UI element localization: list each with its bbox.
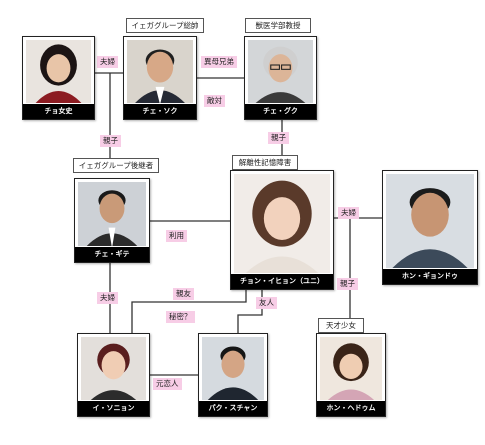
person-name: ホン・ギョンドゥ bbox=[383, 269, 477, 284]
role-seok: イェガグループ総帥 bbox=[126, 18, 204, 33]
rel-cho-gitae: 親子 bbox=[100, 135, 121, 147]
rel-guk-ihyeon: 親子 bbox=[268, 132, 289, 144]
person-card-suchan: パク・スチャン bbox=[198, 333, 268, 417]
portrait-photo bbox=[234, 174, 330, 273]
portrait-photo bbox=[320, 337, 382, 400]
rel-gitae-ihyeon: 利用 bbox=[166, 230, 187, 242]
rel-soyeon-suchan: 元恋人 bbox=[153, 378, 182, 390]
rel-soyeon-ihyeon-secret: 秘密？ bbox=[166, 311, 195, 323]
person-name: チェ・ギテ bbox=[75, 247, 149, 262]
portrait-photo bbox=[81, 337, 146, 400]
portrait-photo bbox=[248, 40, 313, 103]
portrait-photo bbox=[386, 174, 474, 268]
rel-cho-seok: 夫婦 bbox=[97, 56, 118, 68]
portrait-photo bbox=[202, 337, 264, 400]
person-name: ホン・ヘドゥム bbox=[317, 401, 385, 416]
person-card-gitae: チェ・ギテ bbox=[74, 178, 150, 263]
role-hyesoo: 天才少女 bbox=[318, 318, 364, 333]
person-card-guk: チェ・グク bbox=[244, 36, 317, 120]
person-card-gyeongdu: ホン・ギョンドゥ bbox=[382, 170, 478, 285]
line-soyeon-ihyeon bbox=[131, 290, 247, 333]
person-name: チェ・グク bbox=[245, 104, 316, 119]
person-card-hyesoo: ホン・ヘドゥム bbox=[316, 333, 386, 417]
portrait-photo bbox=[26, 40, 91, 103]
person-card-soyeon: イ・ソニョン bbox=[77, 333, 150, 417]
role-gitae: イェガグループ後継者 bbox=[73, 158, 159, 173]
person-name: チェ・ソク bbox=[124, 104, 196, 119]
rel-seok-guk-sibling: 異母兄弟 bbox=[201, 56, 237, 68]
rel-soyeon-ihyeon-friend: 親友 bbox=[173, 288, 194, 300]
portrait-photo bbox=[78, 182, 146, 246]
person-card-cho: チョ女史 bbox=[22, 36, 95, 120]
person-name: チョ女史 bbox=[23, 104, 94, 119]
person-name: チョン・イヒョン（ユニ） bbox=[231, 274, 333, 289]
rel-ihyeon-gyeongdu: 夫婦 bbox=[338, 207, 359, 219]
rel-gitae-soyeon: 夫婦 bbox=[97, 292, 118, 304]
person-card-seok: チェ・ソク bbox=[123, 36, 197, 120]
person-name: パク・スチャン bbox=[199, 401, 267, 416]
rel-gyeongdu-hyesoo: 親子 bbox=[337, 278, 358, 290]
rel-seok-guk-enemy: 敵対 bbox=[204, 95, 225, 107]
role-guk: 獣医学部教授 bbox=[245, 18, 311, 33]
role-ihyeon: 解離性記憶障害 bbox=[232, 155, 298, 170]
portrait-photo bbox=[127, 40, 193, 103]
rel-suchan-ihyeon: 友人 bbox=[256, 297, 277, 309]
person-name: イ・ソニョン bbox=[78, 401, 149, 416]
person-card-ihyeon: チョン・イヒョン（ユニ） bbox=[230, 170, 334, 290]
